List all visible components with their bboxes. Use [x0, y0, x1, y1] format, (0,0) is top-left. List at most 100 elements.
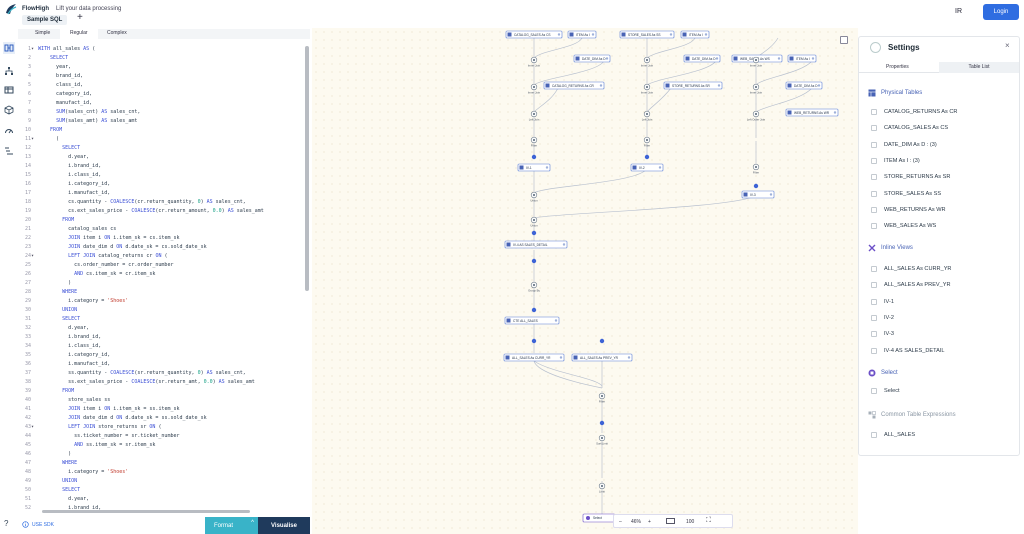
code-line[interactable]: 48 i.category = 'Shoes': [18, 468, 303, 477]
code-line[interactable]: 19 cs.ext_sales_price - COALESCE(cr.retu…: [18, 207, 303, 216]
table-node[interactable]: [505, 30, 563, 39]
add-tab-button[interactable]: +: [77, 12, 83, 23]
item-checkbox[interactable]: [871, 174, 877, 181]
code-line[interactable]: 5 class_id,: [18, 81, 303, 90]
item-checkbox[interactable]: [871, 282, 877, 289]
code-line[interactable]: 45 AND ss.item_sk = sr.item_sk: [18, 441, 303, 450]
login-button[interactable]: Login: [983, 4, 1019, 20]
expand-icon[interactable]: [591, 33, 595, 36]
cube-icon[interactable]: [3, 104, 15, 116]
code-line[interactable]: 44 ss.ticket_number = sr.ticket_number: [18, 432, 303, 441]
fold-toggle-icon[interactable]: ▾: [31, 253, 35, 259]
table-list-item[interactable]: ALL_SALES As PREV_YR: [871, 282, 951, 289]
help-icon[interactable]: ?: [4, 519, 9, 528]
item-checkbox[interactable]: [871, 266, 877, 272]
expand-icon[interactable]: [599, 84, 603, 87]
editor-scrollbar[interactable]: [305, 46, 309, 291]
table-node[interactable]: [663, 81, 723, 90]
expand-icon[interactable]: [605, 57, 609, 60]
mode-regular[interactable]: Regular: [60, 29, 98, 39]
table-list-item[interactable]: DATE_DIM As D : (3): [871, 141, 937, 148]
item-checkbox[interactable]: [871, 388, 877, 394]
expand-icon[interactable]: [769, 193, 773, 196]
code-line[interactable]: 18 cs.quantity - COALESCE(cr.return_quan…: [18, 198, 303, 207]
code-line[interactable]: 46 ): [18, 450, 303, 459]
table-node[interactable]: [680, 30, 710, 39]
item-checkbox[interactable]: [871, 109, 877, 115]
table-list-item[interactable]: ITEM As I : (3): [871, 157, 920, 164]
hierarchy-icon[interactable]: [3, 65, 15, 77]
expand-icon[interactable]: [562, 243, 566, 246]
table-list-item[interactable]: WEB_SALES As WS: [871, 223, 936, 230]
code-line[interactable]: 52 i.brand_id,: [18, 504, 303, 512]
code-line[interactable]: 42 JOIN date_dim d ON d.date_sk = ss.sol…: [18, 414, 303, 423]
chevron-up-icon[interactable]: ^: [251, 520, 254, 526]
brand[interactable]: FlowHigh Lift your data processing: [4, 2, 121, 16]
screen-icon[interactable]: [666, 518, 675, 524]
code-line[interactable]: 36 i.manufact_id,: [18, 360, 303, 369]
code-line[interactable]: 51 d.year,: [18, 495, 303, 504]
code-line[interactable]: 38 ss.ext_sales_price - COALESCE(sr.retu…: [18, 378, 303, 387]
close-icon[interactable]: ×: [1005, 41, 1010, 50]
code-line[interactable]: 30 UNION: [18, 306, 303, 315]
table-list-item[interactable]: Select: [871, 388, 900, 394]
table-node[interactable]: [543, 81, 605, 90]
expand-icon[interactable]: [559, 356, 563, 359]
code-line[interactable]: 25 cs.order_number = cr.order_number: [18, 261, 303, 270]
expand-icon[interactable]: [704, 33, 708, 36]
code-line[interactable]: 17 i.manufact_id,: [18, 189, 303, 198]
table-node[interactable]: [741, 190, 775, 199]
code-line[interactable]: 28 WHERE: [18, 288, 303, 297]
table-list-item[interactable]: IV-2: [871, 314, 894, 321]
item-checkbox[interactable]: [871, 157, 877, 164]
expand-icon[interactable]: [669, 33, 673, 36]
code-line[interactable]: 39 FROM: [18, 387, 303, 396]
table-node[interactable]: [787, 54, 817, 63]
code-line[interactable]: 35 i.category_id,: [18, 351, 303, 360]
fold-toggle-icon[interactable]: ▾: [31, 424, 35, 430]
code-line[interactable]: 33 i.brand_id,: [18, 333, 303, 342]
expand-icon[interactable]: [627, 356, 631, 359]
code-line[interactable]: 50 SELECT: [18, 486, 303, 495]
table-node[interactable]: [619, 30, 675, 39]
language-button[interactable]: IR: [955, 8, 962, 15]
item-checkbox[interactable]: [871, 125, 877, 132]
code-line[interactable]: 13 d.year,: [18, 153, 303, 162]
table-list-item[interactable]: IV-4 AS SALES_DETAIL: [871, 347, 945, 354]
expand-icon[interactable]: [554, 319, 558, 322]
code-line[interactable]: 29 i.category = 'Shoes': [18, 297, 303, 306]
code-line[interactable]: 14 i.brand_id,: [18, 162, 303, 171]
table-node[interactable]: [630, 163, 664, 172]
table-list-item[interactable]: STORE_SALES As SS: [871, 190, 941, 197]
fold-toggle-icon[interactable]: ▾: [31, 136, 35, 142]
table-node[interactable]: [503, 353, 565, 362]
table-node[interactable]: [785, 108, 839, 117]
table-node[interactable]: [573, 54, 611, 63]
expand-icon[interactable]: [817, 84, 821, 87]
table-node[interactable]: [785, 81, 823, 90]
expand-icon[interactable]: [777, 57, 781, 60]
item-checkbox[interactable]: [871, 298, 877, 305]
code-line[interactable]: 11▾ (: [18, 135, 303, 144]
code-line[interactable]: 9 SUM(sales_amt) AS sales_amt: [18, 117, 303, 126]
item-checkbox[interactable]: [871, 314, 877, 321]
tab-table-list[interactable]: Table List: [939, 62, 1019, 73]
item-checkbox[interactable]: [871, 190, 877, 197]
code-line[interactable]: 43▾ LEFT JOIN store_returns sr ON (: [18, 423, 303, 432]
code-line[interactable]: 12 SELECT: [18, 144, 303, 153]
code-line[interactable]: 34 i.class_id,: [18, 342, 303, 351]
code-line[interactable]: 8 SUM(sales_cnt) AS sales_cnt,: [18, 108, 303, 117]
dashboard-icon[interactable]: [3, 125, 15, 137]
item-checkbox[interactable]: [871, 223, 877, 230]
code-line[interactable]: 41 JOIN item i ON i.item_sk = ss.item_sk: [18, 405, 303, 414]
table-list-item[interactable]: IV-3: [871, 331, 894, 338]
expand-icon[interactable]: [545, 166, 549, 169]
table-node[interactable]: [683, 54, 721, 63]
item-checkbox[interactable]: [871, 432, 877, 438]
code-line[interactable]: 32 d.year,: [18, 324, 303, 333]
format-button[interactable]: Format ^: [205, 517, 258, 534]
code-line[interactable]: 26 AND cs.item_sk = cr.item_sk: [18, 270, 303, 279]
code-line[interactable]: 6 category_id,: [18, 90, 303, 99]
fold-toggle-icon[interactable]: ▾: [31, 46, 35, 52]
